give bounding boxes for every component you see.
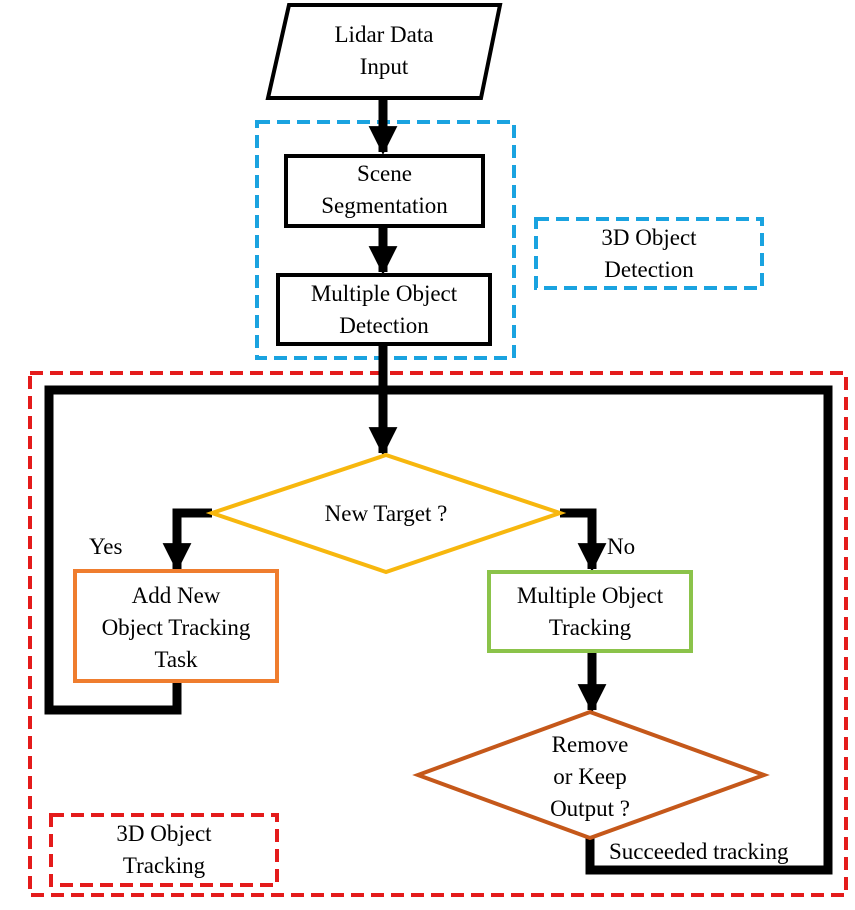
- scene-segmentation-label-line-1: Scene: [357, 161, 412, 186]
- multiple-object-tracking-node: [487, 570, 693, 653]
- add-new-task-label-line-3: Task: [154, 647, 198, 672]
- add-new-task-label-line-2: Object Tracking: [101, 615, 251, 640]
- detection-group-legend-box: [534, 217, 764, 290]
- multiple-object-detection-node: [276, 273, 492, 346]
- scene-segmentation-label: Scene Segmentation: [286, 158, 483, 222]
- tracking-group-legend-box: [49, 813, 279, 887]
- lidar-input-node: [265, 3, 503, 100]
- add-new-task-node: [73, 569, 279, 683]
- remove-or-keep-decision-node: [412, 709, 770, 841]
- tracking-group-label: 3D Object Tracking: [51, 818, 277, 882]
- tracking-group-label-line-1: 3D Object: [116, 821, 212, 846]
- new-target-label-line-1: New Target ?: [324, 501, 448, 526]
- add-new-task-label: Add New Object Tracking Task: [75, 580, 277, 676]
- new-target-decision-node: [205, 452, 567, 575]
- tracking-group-label-line-2: Tracking: [122, 853, 206, 878]
- new-target-label: New Target ?: [286, 498, 486, 530]
- multiple-object-detection-label-line-2: Detection: [339, 313, 429, 338]
- add-task-return-line: [44, 385, 383, 715]
- multiple-object-tracking-label-line-2: Tracking: [548, 615, 632, 640]
- remove-or-keep-label-line-2: or Keep: [553, 764, 627, 789]
- multiple-object-tracking-label-line-1: Multiple Object: [516, 583, 664, 608]
- remove-or-keep-label-line-1: Remove: [551, 732, 629, 757]
- tracking-loop-line: [383, 385, 833, 875]
- multiple-object-tracking-label: Multiple Object Tracking: [489, 580, 691, 644]
- no-edge-label: No: [607, 534, 636, 559]
- detection-group-label: 3D Object Detection: [536, 222, 762, 286]
- remove-or-keep-label: Remove or Keep Output ?: [490, 729, 690, 825]
- lidar-input-label-line-2: Input: [359, 54, 409, 79]
- multiple-object-detection-label-line-1: Multiple Object: [310, 281, 458, 306]
- add-new-task-label-line-1: Add New: [131, 583, 221, 608]
- tracking-group-boundary: [28, 371, 848, 897]
- arrow-yes-branch: [162, 508, 212, 572]
- multiple-object-detection-label: Multiple Object Detection: [278, 278, 490, 342]
- remove-or-keep-label-line-3: Output ?: [550, 796, 630, 821]
- lidar-input-label: Lidar Data Input: [269, 19, 499, 83]
- lidar-input-label-line-1: Lidar Data: [334, 22, 434, 47]
- succeeded-tracking-edge-label: Succeeded tracking: [609, 839, 789, 864]
- detection-group-label-line-2: Detection: [604, 257, 694, 282]
- scene-segmentation-label-line-2: Segmentation: [321, 193, 448, 218]
- scene-segmentation-node: [284, 154, 485, 228]
- detection-group-label-line-1: 3D Object: [601, 225, 697, 250]
- yes-edge-label: Yes: [89, 534, 123, 559]
- arrow-no-branch: [560, 508, 607, 572]
